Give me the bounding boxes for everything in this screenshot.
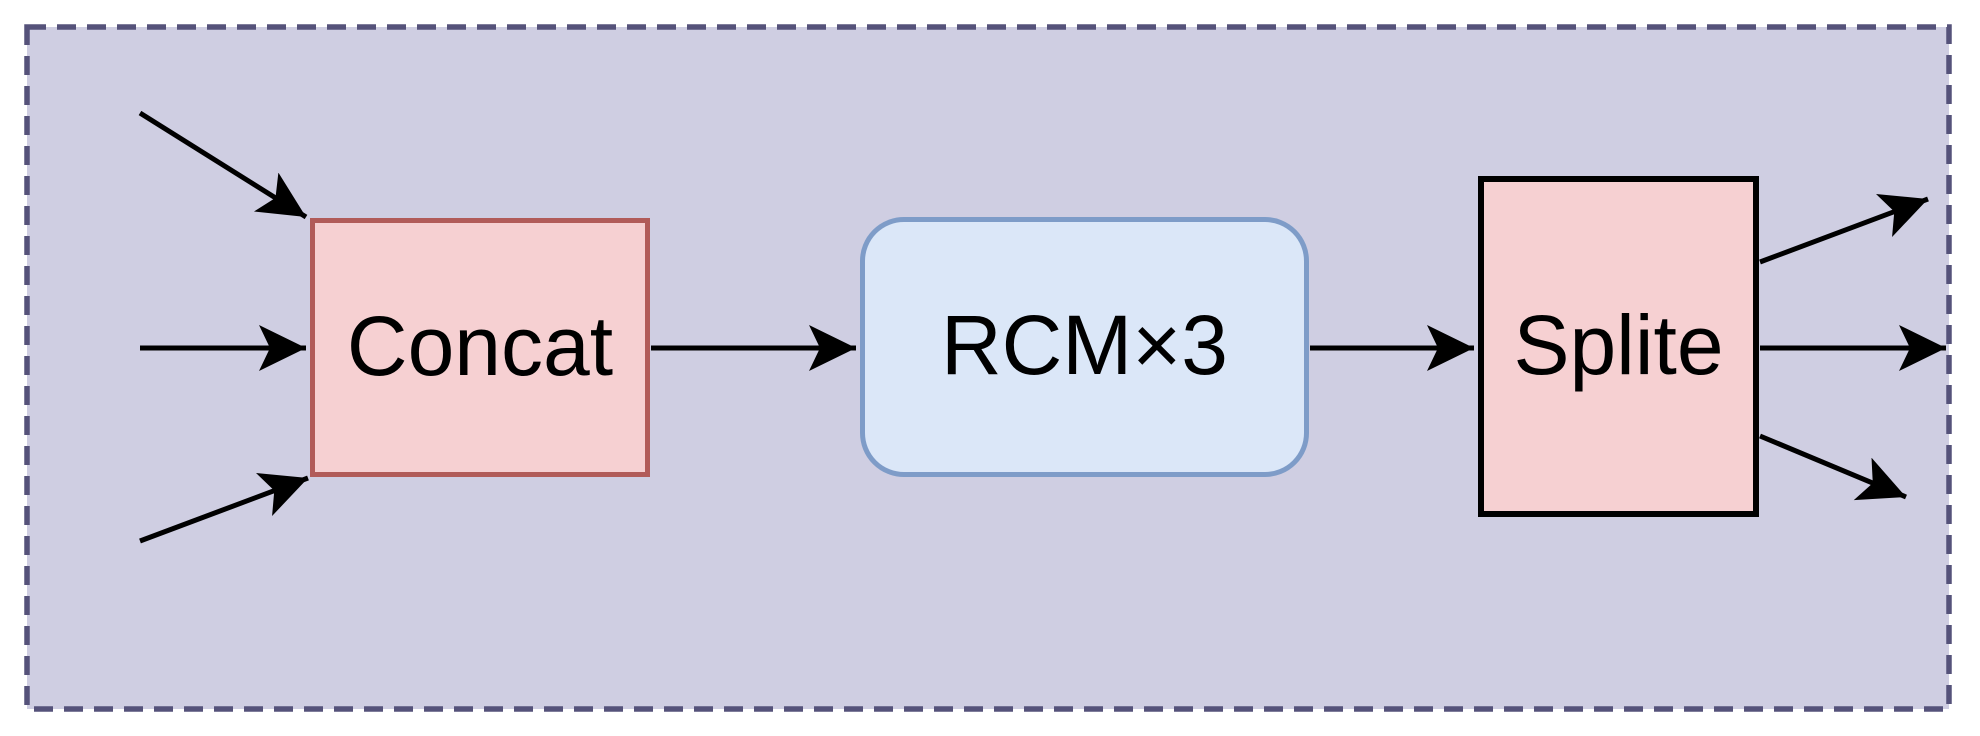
edge-input-bottom-to-concat — [139, 472, 309, 544]
node-splite-label: Splite — [1513, 297, 1724, 392]
edge-splite-to-output-bottom — [1759, 433, 1907, 501]
node-concat: Concat — [310, 218, 650, 477]
node-rcm-label: RCM×3 — [940, 298, 1229, 392]
node-rcm: RCM×3 — [860, 217, 1309, 477]
edge-input-top-to-concat — [138, 110, 308, 220]
edge-splite-to-output-top — [1759, 193, 1929, 265]
node-concat-label: Concat — [346, 298, 614, 393]
node-splite: Splite — [1478, 176, 1759, 517]
